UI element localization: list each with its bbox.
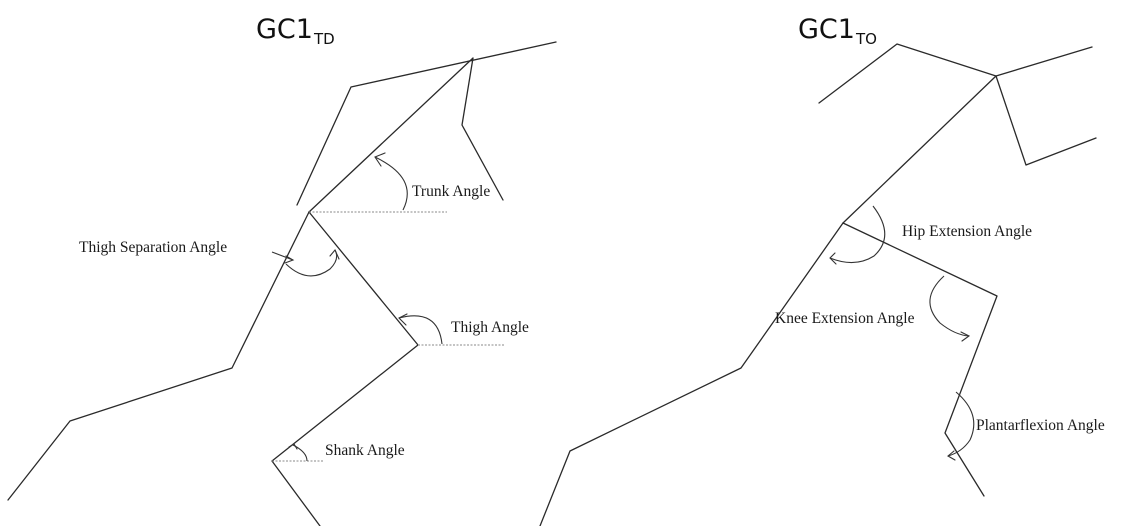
toeoff-labels: Hip Extension Angle Knee Extension Angle…: [775, 223, 1105, 434]
hip-extension-arrowhead: [829, 252, 837, 265]
title-text: GC1: [256, 14, 313, 45]
plantarflexion-arrowhead: [947, 450, 956, 461]
shank-angle-arc: [292, 444, 308, 462]
toeoff-stick-figure: [539, 43, 1097, 526]
trunk-segment: [308, 57, 504, 213]
front-leg-segment: [539, 222, 844, 526]
touchdown-stick-figure: [7, 41, 557, 526]
knee-extension-arc: [929, 275, 970, 337]
title-subscript: TO: [855, 30, 877, 48]
knee-extension-arrowhead: [960, 331, 971, 342]
thigh-angle-arrowhead: [398, 313, 408, 326]
thigh-angle-arc: [398, 315, 443, 345]
panel-title-touchdown: GC1TD: [256, 14, 335, 48]
hip-extension-angle-label: Hip Extension Angle: [902, 223, 1032, 240]
thigh-separation-angle-label: Thigh Separation Angle: [79, 239, 227, 256]
shank-angle-label: Shank Angle: [325, 442, 405, 459]
arm-segment: [818, 43, 1097, 166]
touchdown-labels: Trunk Angle Thigh Separation Angle Thigh…: [79, 183, 529, 459]
shank-angle-arrowhead: [288, 443, 298, 450]
hip-extension-arc: [829, 205, 886, 264]
thigh-separation-arrowhead: [329, 248, 340, 260]
knee-extension-angle-label: Knee Extension Angle: [775, 310, 915, 327]
arm-segment: [296, 41, 557, 206]
rear-leg-segment: [842, 222, 998, 497]
panel-title-toeoff: GC1TO: [798, 14, 877, 48]
front-leg-segment: [271, 211, 419, 526]
trunk-angle-arrowhead: [374, 152, 386, 167]
plantarflexion-arc: [947, 391, 975, 457]
thigh-angle-label: Thigh Angle: [451, 319, 529, 336]
touchdown-angle-arcs: [271, 152, 443, 462]
trunk-segment: [842, 46, 1093, 224]
trunk-angle-arc: [374, 156, 408, 211]
thigh-separation-leader-arrowhead: [284, 255, 295, 264]
plantarflexion-angle-label: Plantarflexion Angle: [976, 417, 1105, 434]
rear-leg-segment: [7, 211, 310, 501]
trunk-angle-label: Trunk Angle: [412, 183, 490, 200]
thigh-separation-leader: [271, 251, 294, 261]
thigh-separation-arc: [285, 249, 338, 277]
title-text: GC1: [798, 14, 855, 45]
title-subscript: TD: [313, 30, 335, 48]
toeoff-angle-arcs: [829, 205, 975, 461]
